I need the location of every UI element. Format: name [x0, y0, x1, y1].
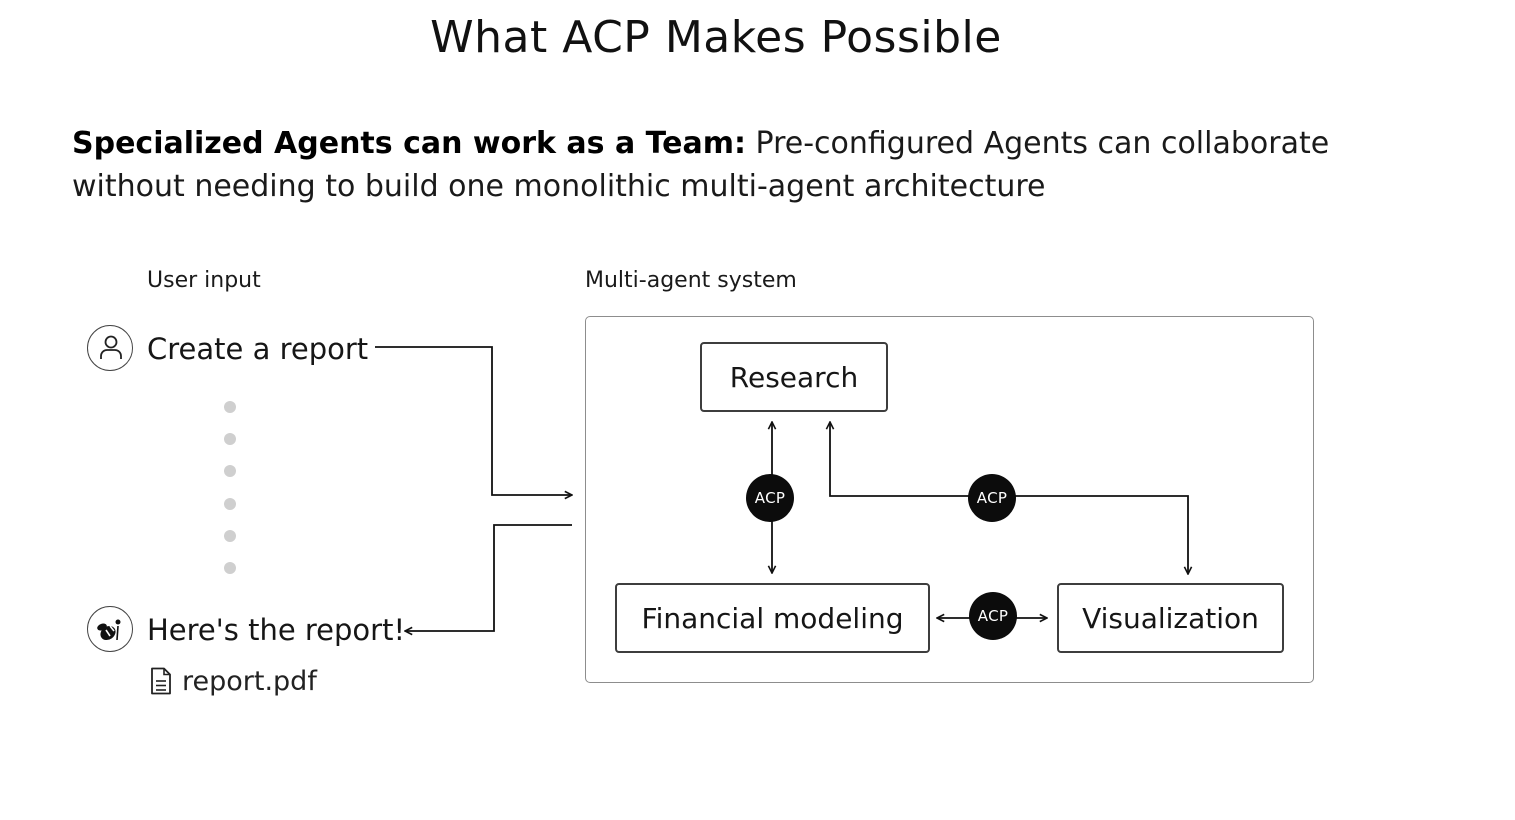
lead-paragraph: Specialized Agents can work as a Team: P…: [72, 122, 1372, 208]
acp-badge: ACP: [969, 592, 1017, 640]
page-title: What ACP Makes Possible: [430, 12, 1002, 63]
acp-badge: ACP: [968, 474, 1016, 522]
request-connector: [375, 346, 572, 495]
visualization-agent-box: Visualization: [1057, 583, 1284, 653]
lead-text: Pre-configured Agents can collaborate wi…: [72, 126, 1330, 204]
lead-bold: Specialized Agents can work as a Team:: [72, 126, 746, 161]
response-message: Here's the report!: [147, 613, 406, 647]
progress-dot: [224, 562, 236, 574]
user-input-label: User input: [147, 268, 261, 293]
document-icon: [151, 667, 171, 695]
request-message: Create a report: [147, 332, 369, 366]
financial-modeling-agent-box: Financial modeling: [615, 583, 930, 653]
research-agent-box: Research: [700, 342, 888, 412]
progress-dot: [224, 465, 236, 477]
multi-agent-system-frame: [585, 316, 1314, 683]
bee-agent-icon: [87, 606, 133, 652]
progress-dot: [224, 530, 236, 542]
system-label: Multi-agent system: [585, 268, 797, 293]
progress-dot: [224, 498, 236, 510]
response-connector: [405, 524, 572, 631]
progress-dot: [224, 433, 236, 445]
attachment[interactable]: report.pdf: [150, 664, 317, 698]
user-icon: [87, 325, 133, 371]
attachment-name: report.pdf: [182, 665, 317, 697]
progress-dot: [224, 401, 236, 413]
acp-badge: ACP: [746, 474, 794, 522]
